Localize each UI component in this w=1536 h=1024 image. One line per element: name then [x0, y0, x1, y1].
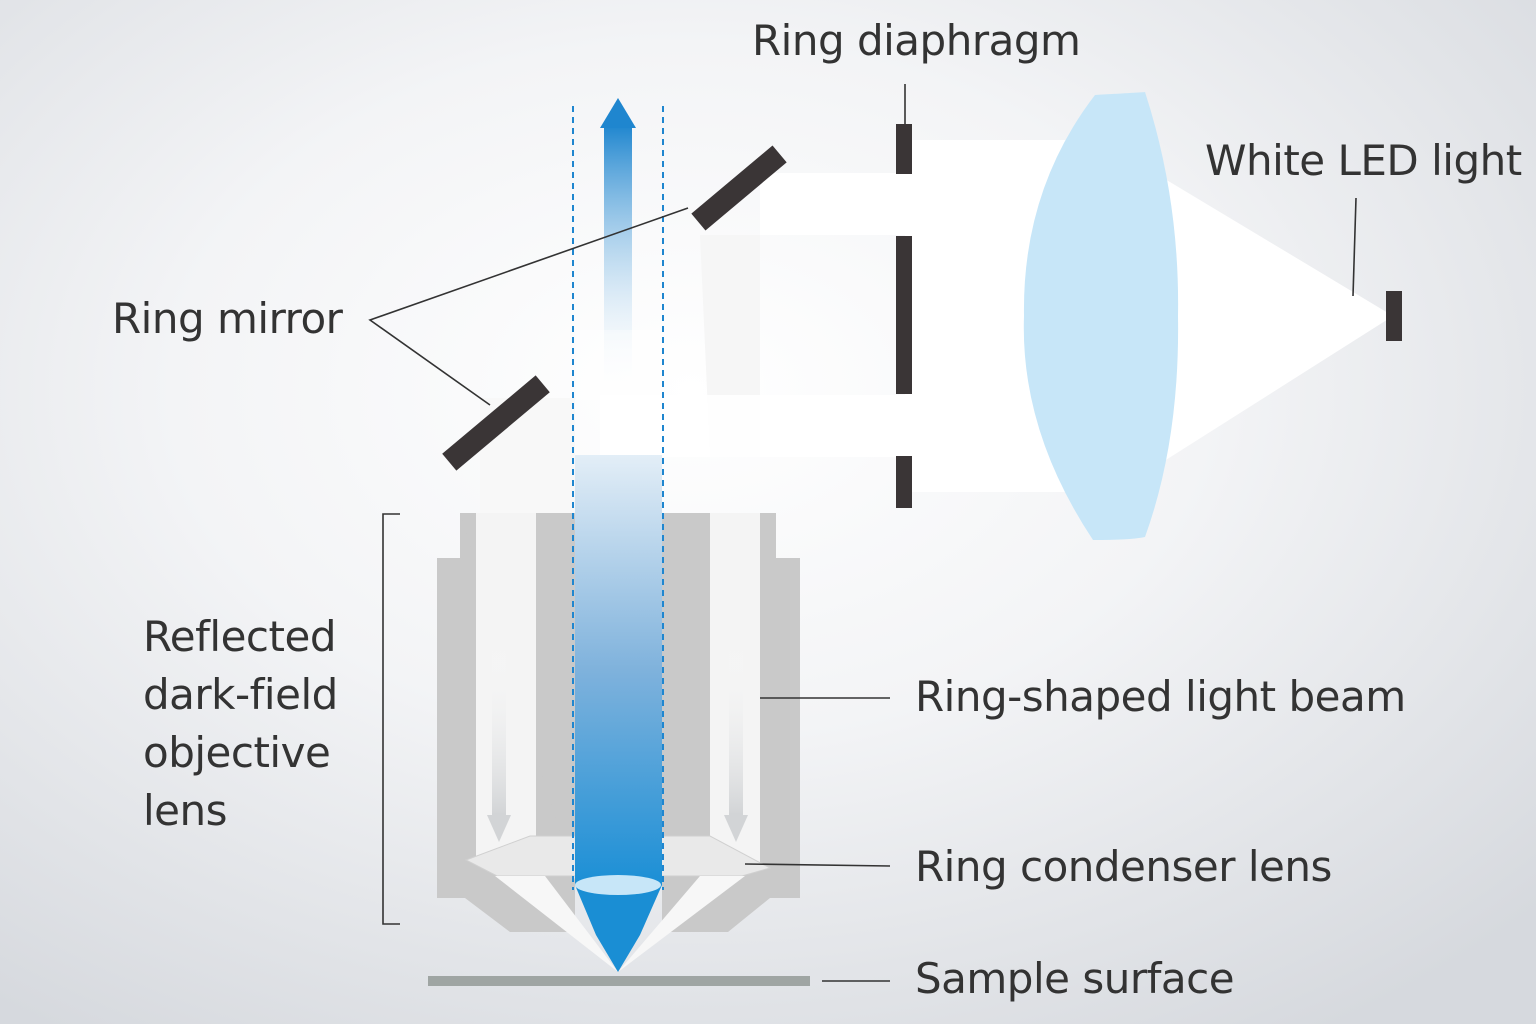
right-down-arrow-shaft — [729, 640, 743, 815]
lower-ring-mirror — [442, 375, 550, 471]
blue-beam-tip — [575, 885, 662, 972]
up-arrow-shaft — [604, 125, 632, 395]
objective-line-3: objective — [143, 728, 331, 777]
leader-white-led — [1352, 197, 1357, 297]
bracket-objective — [382, 513, 400, 925]
led-light-cone — [1150, 170, 1393, 470]
objective-line-4: lens — [143, 786, 228, 835]
label-objective-lens: Reflected dark-field objective lens — [143, 608, 338, 840]
up-arrow-icon — [600, 98, 636, 128]
right-down-arrow-icon — [724, 815, 748, 842]
objective-line-1: Reflected — [143, 612, 336, 661]
left-converging-light — [495, 876, 618, 972]
label-ring-mirror: Ring mirror — [112, 294, 343, 343]
objective-front-lens — [575, 875, 661, 895]
diaphragm-bar-bottom — [896, 456, 912, 508]
upper-ring-mirror — [691, 145, 787, 231]
objective-line-2: dark-field — [143, 670, 338, 719]
sample-surface — [428, 976, 810, 986]
left-down-arrow-shaft — [492, 640, 506, 815]
mirror-gap-beam — [600, 395, 760, 457]
label-ring-diaphragm: Ring diaphragm — [752, 16, 1081, 65]
collimator-lens — [1023, 92, 1179, 540]
blue-center-beam — [575, 455, 662, 885]
left-down-arrow-icon — [487, 815, 511, 842]
label-sample-surface: Sample surface — [915, 954, 1235, 1003]
right-converging-light — [618, 876, 745, 972]
upper-ring-beam — [760, 173, 910, 235]
white-led-source — [1386, 291, 1402, 341]
label-ring-shaped-light-beam: Ring-shaped light beam — [915, 672, 1406, 721]
leader-condenser — [744, 863, 891, 867]
beam-glow — [576, 330, 662, 400]
label-ring-condenser-lens: Ring condenser lens — [915, 842, 1332, 891]
lower-ring-beam — [760, 395, 910, 457]
label-white-led-light: White LED light — [1205, 136, 1522, 185]
leader-ring-mirror — [368, 207, 689, 406]
diaphragm-bar-middle — [896, 236, 912, 394]
diaphragm-bar-top — [896, 124, 912, 174]
